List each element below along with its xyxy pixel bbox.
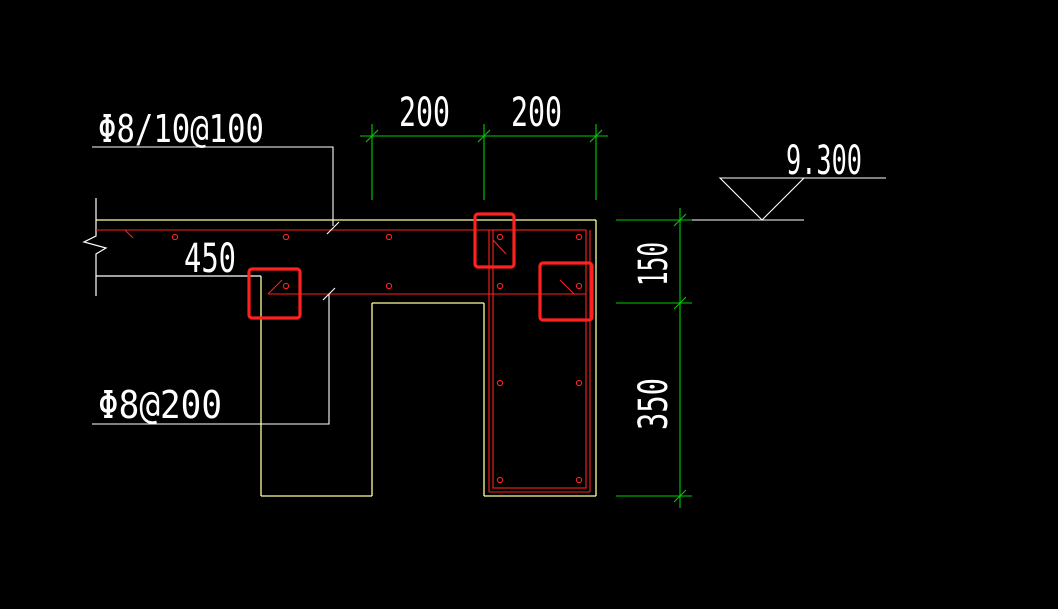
rebar-dot — [282, 233, 290, 241]
rebar-dot — [171, 233, 179, 241]
rebar-dot — [496, 476, 504, 484]
rebar-dot — [575, 476, 583, 484]
dim-tick — [477, 129, 491, 143]
top-rebar-callout: Φ8/10@100 — [98, 107, 264, 151]
bottom-callout-leader — [92, 294, 330, 425]
slab-thickness-label: 450 — [184, 236, 236, 282]
dim-text-vertical-upper: 150 — [631, 242, 677, 286]
dim-tick — [673, 489, 687, 503]
rebar-dot — [575, 282, 583, 290]
rebar-dot — [282, 282, 290, 290]
highlight-box-left — [247, 267, 302, 320]
highlight-box-right — [538, 261, 594, 322]
rebar-dot — [496, 379, 504, 387]
rebar-hook-right — [559, 279, 575, 295]
rebar-dot — [385, 282, 393, 290]
dim-text-top-left: 200 — [399, 90, 450, 136]
rebar-dot — [496, 233, 504, 241]
rebar-dot — [496, 282, 504, 290]
highlight-box-middle — [473, 212, 516, 269]
highlight-boxes — [247, 212, 594, 322]
dimension-lines — [360, 124, 692, 508]
dim-tick — [673, 213, 687, 227]
dim-text-vertical-lower: 350 — [631, 378, 677, 430]
bottom-rebar-callout: Φ8@200 — [98, 383, 222, 427]
rebar-dot — [385, 233, 393, 241]
elevation-value: 9.300 — [786, 138, 862, 184]
rebar-dots — [171, 233, 583, 484]
dim-text-top-right: 200 — [511, 90, 562, 136]
dim-tick — [673, 296, 687, 310]
bottom-callout-tick — [322, 287, 336, 301]
leader-lines — [92, 146, 886, 425]
top-callout-tick — [326, 221, 340, 235]
top-callout-leader — [92, 146, 334, 226]
rebar-hook-slab-end — [124, 229, 134, 239]
rebar-dot — [575, 233, 583, 241]
dim-tick — [365, 129, 379, 143]
rebar-dot — [575, 379, 583, 387]
dim-tick — [589, 129, 603, 143]
rebar-hook-left — [267, 279, 283, 295]
elevation-triangle — [718, 177, 806, 221]
beam-right-stirrup — [492, 229, 587, 489]
rebar-hook-mid — [492, 239, 507, 255]
rebar-lines — [96, 229, 591, 493]
